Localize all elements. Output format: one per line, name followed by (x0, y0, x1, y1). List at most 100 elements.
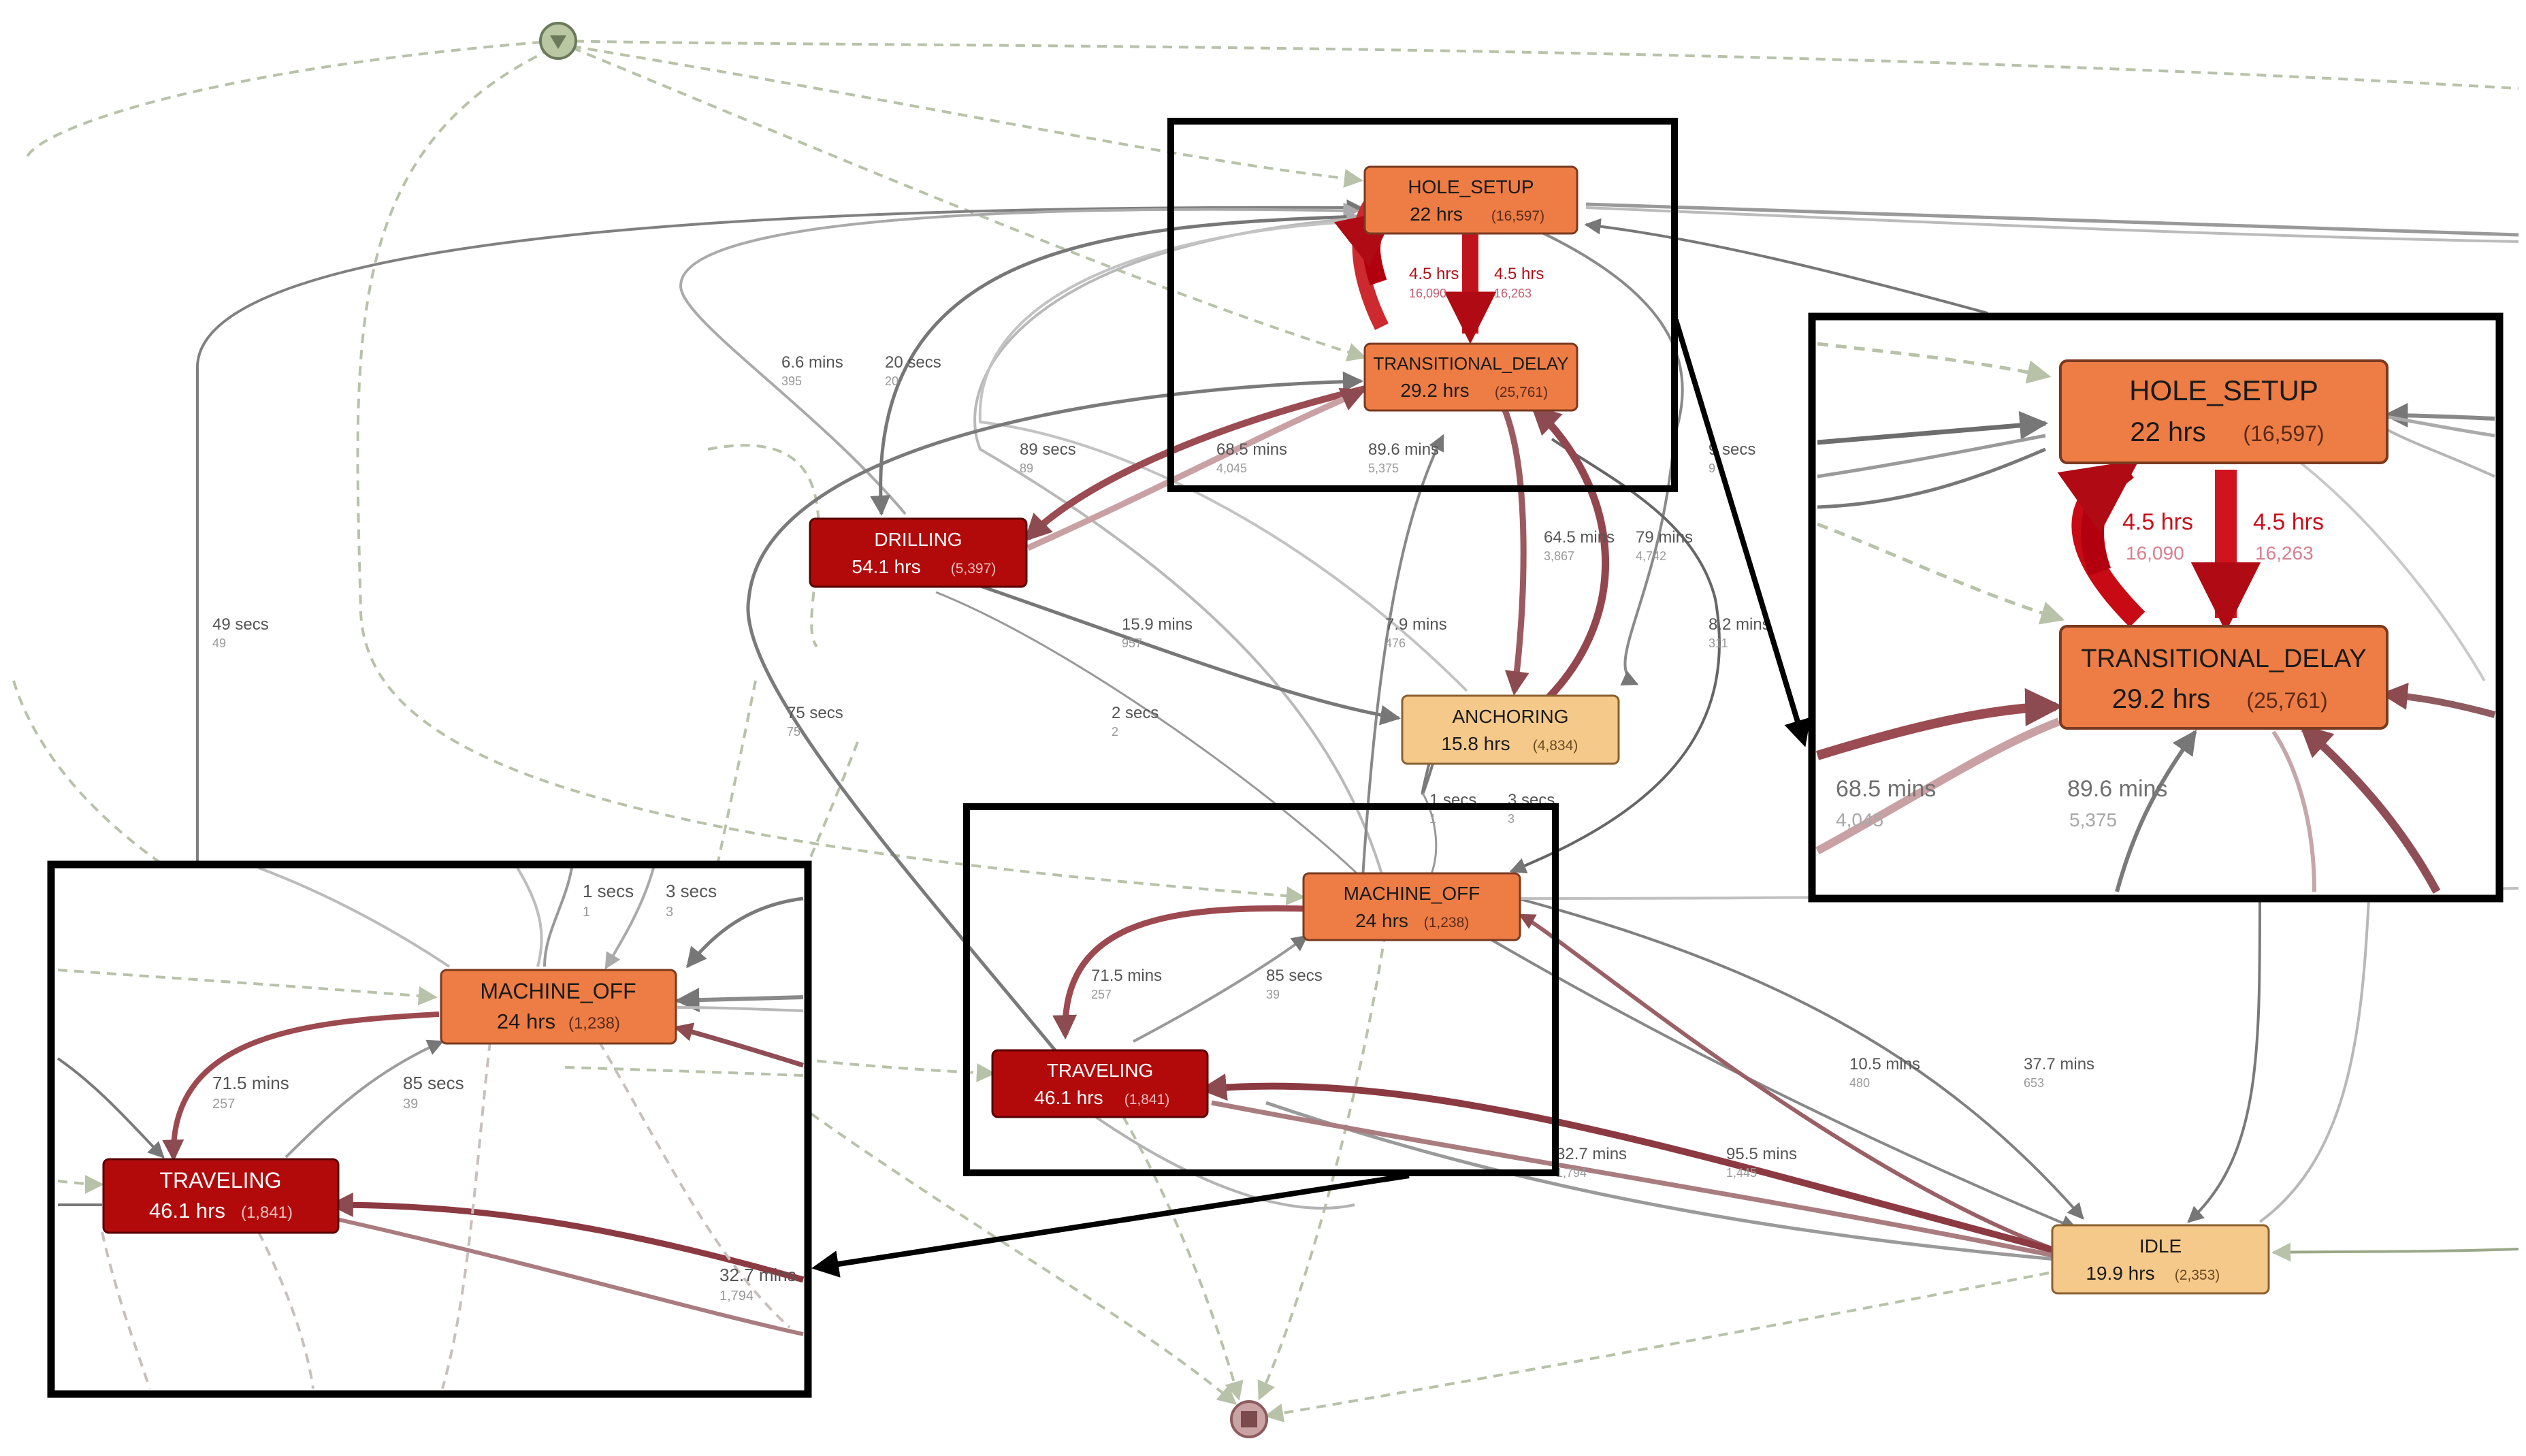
node-transitional-delay[interactable]: TRANSITIONAL_DELAY 29.2 hrs (25,761) (1363, 342, 1578, 412)
inset-node-transitional-delay[interactable]: TRANSITIONAL_DELAY 29.2 hrs (25,761) (2059, 625, 2389, 730)
edge-label-time: 75 secs (787, 704, 843, 722)
grey-edge (1133, 935, 1308, 1043)
edge-label-time: 89 secs (1020, 440, 1076, 459)
node-name: MACHINE_OFF (480, 979, 636, 1003)
edge-label-time: 79 mins (1636, 528, 1693, 547)
grey-edge (679, 202, 1360, 515)
edge-label-count: 49 (212, 636, 226, 650)
edge-label-count: 1,794 (719, 1289, 754, 1304)
edge-label-count: 2 (1112, 725, 1118, 739)
node-count: (1,238) (1424, 915, 1470, 931)
node-name: HOLE_SETUP (2129, 374, 2318, 406)
edge-label-time: 32.7 mins (1556, 1145, 1627, 1163)
grey-edge (1584, 218, 1988, 314)
edge-label-count: 395 (781, 374, 802, 388)
edge-label-count: 9 (1709, 462, 1715, 475)
edge-label-count: 3 (1508, 812, 1515, 826)
edge-label-time: 68.5 mins (1216, 440, 1287, 459)
node-duration: 24 hrs (497, 1009, 555, 1033)
node-hole-setup[interactable]: HOLE_SETUP 22 hrs (16,597) (1363, 165, 1578, 235)
edge-label-count: 1,794 (1556, 1166, 1587, 1180)
grey-edge (1489, 938, 2078, 1231)
node-duration: 29.2 hrs (1400, 380, 1469, 401)
edge-label-time: 37.7 mins (2024, 1055, 2094, 1073)
dashed-edge (707, 444, 820, 648)
node-name: ANCHORING (1452, 706, 1568, 727)
end-node[interactable] (1230, 1400, 1268, 1438)
node-box (1401, 694, 1620, 765)
edge-label-time: 85 secs (1266, 967, 1323, 985)
node-duration: 22 hrs (1410, 204, 1463, 225)
inset-grey-edge (677, 1006, 804, 1012)
edge-label-count: 39 (1266, 988, 1280, 1001)
weighted-edge (1501, 407, 1529, 696)
inset-frame (47, 860, 812, 1398)
weighted-edge (1518, 913, 2060, 1253)
dashed-edge (557, 39, 2519, 90)
edge-label-count: 3,867 (1544, 549, 1574, 563)
edge-label-time: 1 secs (583, 881, 634, 901)
node-idle[interactable]: IDLE 19.9 hrs (2,353) (2051, 1224, 2270, 1295)
node-drilling[interactable]: DRILLING 54.1 hrs (5,397) (809, 517, 1028, 588)
zoom-inset-left: MACHINE_OFF 24 hrs (1,238) TRAVELING 46.… (47, 860, 812, 1398)
inset-dashed-edge (564, 1066, 804, 1077)
grey-edge (2258, 898, 2370, 1223)
grey-edge (1360, 434, 1444, 899)
edge-label-count: 89 (1020, 462, 1033, 475)
inset-node-hole-setup[interactable]: HOLE_SETUP 22 hrs (16,597) (2059, 359, 2389, 464)
grey-edge (935, 591, 1383, 900)
node-name: HOLE_SETUP (1408, 176, 1534, 197)
inset-dashed-edge (1817, 522, 2065, 625)
inset-node-machine-off[interactable]: MACHINE_OFF 24 hrs (1,238) (440, 969, 677, 1045)
node-count: (4,834) (1533, 738, 1578, 754)
edge-label-count: 16,263 (2255, 543, 2314, 564)
inset-node-traveling[interactable]: TRAVELING 46.1 hrs (1,841) (102, 1158, 340, 1234)
edge-label-count: 480 (1849, 1076, 1870, 1090)
node-count: (1,238) (568, 1014, 620, 1033)
node-name: TRANSITIONAL_DELAY (2081, 645, 2367, 673)
node-duration: 22 hrs (2130, 417, 2205, 447)
node-box (1363, 342, 1578, 412)
edge-label-time: 4.5 hrs (1409, 265, 1459, 283)
node-count: (5,397) (951, 561, 997, 577)
node-duration: 54.1 hrs (852, 556, 920, 577)
grey-edge (939, 570, 1401, 726)
edge-label-count: 16,263 (1494, 287, 1532, 300)
highlight-frames (963, 118, 1678, 1176)
edge-label-time: 10.5 mins (1849, 1055, 1920, 1073)
grey-edge (1265, 1101, 2056, 1261)
inset-dashed-edge (441, 1041, 491, 1389)
node-anchoring[interactable]: ANCHORING 15.8 hrs (4,834) (1401, 694, 1620, 765)
inset-grey-edge (258, 867, 451, 968)
edge-label-count: 311 (1709, 636, 1728, 650)
inset-grey-edge (686, 896, 804, 969)
edge-label-time: 85 secs (403, 1073, 464, 1093)
node-name: IDLE (2139, 1235, 2182, 1257)
edge-label-count: 1 (583, 905, 590, 920)
inset-background (51, 864, 808, 1394)
grey-edge (1524, 223, 1684, 685)
start-node[interactable] (539, 22, 577, 60)
edge-label-count: 16,090 (1409, 287, 1446, 300)
dashed-edge (1264, 1272, 2050, 1423)
node-box (991, 1049, 1209, 1118)
inset-grey-edge (543, 867, 573, 967)
inset-grey-edge (2115, 730, 2197, 892)
inset-grey-edge (2385, 415, 2495, 438)
node-box (440, 969, 677, 1045)
node-box (1363, 165, 1578, 235)
edge-label-time: 71.5 mins (1091, 967, 1162, 985)
inset-maroon-edge (328, 1193, 805, 1283)
weighted-edge (1026, 387, 1366, 551)
inset-grey-edge (1817, 434, 2046, 479)
inset-grey-edge (1817, 447, 2046, 509)
node-box (2059, 625, 2389, 730)
node-traveling[interactable]: TRAVELING 46.1 hrs (1,841) (991, 1049, 1209, 1118)
edge-label-count: 257 (212, 1097, 235, 1112)
edge-label-count: 476 (1385, 636, 1406, 650)
inset-grey-edge (1817, 410, 2049, 445)
grey-edge (1585, 202, 2519, 237)
node-machine-off[interactable]: MACHINE_OFF 24 hrs (1,238) (1302, 872, 1521, 941)
edge-label-count: 75 (787, 725, 800, 739)
